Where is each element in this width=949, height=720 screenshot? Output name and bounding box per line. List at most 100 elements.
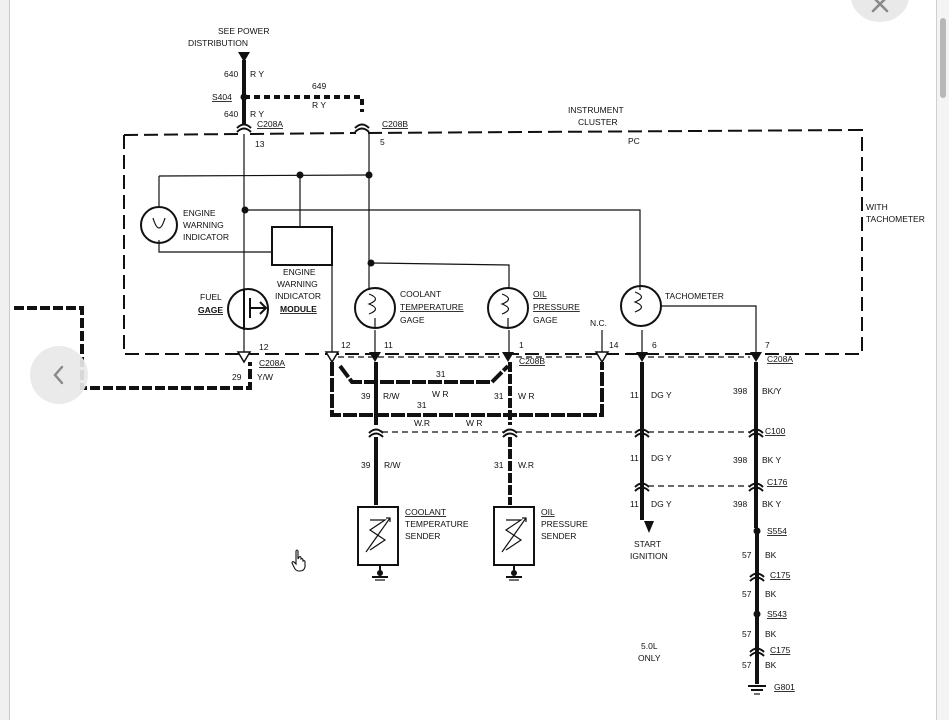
pin-1: 1 <box>519 340 524 350</box>
wire-57-c-color: BK <box>765 629 777 639</box>
connector-c100-row: C100 39 R/W 31 W.R 11 DG Y 398 BK Y <box>361 426 786 505</box>
ctg-label-2: TEMPERATURE <box>400 302 464 312</box>
opg-label-3: GAGE <box>533 315 558 325</box>
pin-12b: 12 <box>341 340 351 350</box>
connector-c175-a: C175 <box>770 570 791 580</box>
cluster-wiring <box>158 134 757 355</box>
tach-label: TACHOMETER <box>665 291 724 301</box>
only-label-2: ONLY <box>638 653 661 663</box>
wire-649-color: R Y <box>312 100 326 110</box>
connector-c208a-right: C208A <box>767 354 793 364</box>
connector-c208b-top <box>354 123 370 129</box>
instrument-cluster: INSTRUMENT CLUSTER PC WITH TACHOMETER <box>123 105 925 355</box>
wire-398-b: 398 <box>733 455 747 465</box>
wire-649-label: 649 <box>312 81 326 91</box>
wire-398-b-color: BK Y <box>762 455 782 465</box>
oil-pressure-gage: OIL PRESSURE GAGE <box>487 287 580 329</box>
ops-label-3: SENDER <box>541 531 576 541</box>
fuel-gage-label-2: GAGE <box>198 305 223 315</box>
engine-warning-indicator: ENGINE WARNING INDICATOR <box>140 206 229 244</box>
coolant-temp-sender: COOLANT TEMPERATURE SENDER <box>357 506 469 581</box>
wire-640-mid-color: R Y <box>250 109 264 119</box>
wire-57-a: 57 <box>742 550 752 560</box>
ewi-label-2: WARNING <box>183 220 224 230</box>
cluster-label-2: CLUSTER <box>578 117 618 127</box>
ground-path: S554 57 BK C175 57 BK S543 57 BK C175 57… <box>638 526 795 695</box>
wire-29-color: Y/W <box>257 372 273 382</box>
opg-label-2: PRESSURE <box>533 302 580 312</box>
splice-s554: S554 <box>767 526 787 536</box>
ewm-label-2: WARNING <box>277 279 318 289</box>
wire-57-b-color: BK <box>765 589 777 599</box>
wire-31-bottom-color: W R <box>466 418 483 428</box>
splice-s404-label: S404 <box>212 92 232 102</box>
pc-label: PC <box>628 136 640 146</box>
ewm-label-3: INDICATOR <box>275 291 321 301</box>
wire-39-a-color: R/W <box>383 391 400 401</box>
left-window-edge <box>0 0 10 720</box>
wire-39-b: 39 <box>361 460 371 470</box>
wire-398-a: 398 <box>733 386 747 396</box>
see-power-label-1: SEE POWER <box>218 26 269 36</box>
connector-c176: C176 <box>767 477 788 487</box>
sender-harness: 31 W R 39 R/W 31 W.R 31 W R W R <box>330 362 604 428</box>
opg-label-1: OIL <box>533 289 547 299</box>
wire-398-c-color: BK Y <box>762 499 782 509</box>
ewm-label-4: MODULE <box>280 304 317 314</box>
cts-label-2: TEMPERATURE <box>405 519 469 529</box>
wire-57-d-color: BK <box>765 660 777 670</box>
wire-31-a-color: W R <box>432 389 449 399</box>
wire-398-a-color: BK/Y <box>762 386 782 396</box>
connector-c176-row: C176 11 DG Y 398 BK Y START IGNITION <box>630 477 788 561</box>
with-tach-label-2: TACHOMETER <box>866 214 925 224</box>
right-wires: 11 DG Y 398 BK/Y <box>630 362 782 528</box>
ctg-label-3: GAGE <box>400 315 425 325</box>
close-button[interactable] <box>851 0 909 22</box>
wire-11-b-color: DG Y <box>651 453 672 463</box>
wire-57-d: 57 <box>742 660 752 670</box>
connector-c208a-top-label: C208A <box>257 119 283 129</box>
previous-image-button[interactable] <box>30 346 88 404</box>
ops-label-1: OIL <box>541 507 555 517</box>
nc-label: N.C. <box>590 318 607 328</box>
pin-6: 6 <box>652 340 657 350</box>
power-source-arrow <box>238 52 250 62</box>
chevron-left-icon <box>53 365 64 385</box>
start-ignition-arrow <box>644 521 654 533</box>
fuel-gage: FUEL GAGE <box>198 288 269 330</box>
hand-pointer-icon <box>291 549 306 572</box>
oil-pressure-sender: OIL PRESSURE SENDER <box>493 506 588 581</box>
wire-11-a: 11 <box>630 390 639 400</box>
see-power-label-2: DISTRIBUTION <box>188 38 248 48</box>
ewi-label-1: ENGINE <box>183 208 216 218</box>
close-icon <box>871 0 889 13</box>
wire-640-top: 640 <box>224 69 238 79</box>
pin-5: 5 <box>380 137 385 147</box>
with-tach-label-1: WITH <box>866 202 888 212</box>
ops-label-2: PRESSURE <box>541 519 588 529</box>
coolant-temp-gage: COOLANT TEMPERATURE GAGE <box>354 287 464 329</box>
pin-12a: 12 <box>259 342 269 352</box>
connector-row: 12 C208A 12 11 1 C208B 14 6 7 C208A <box>236 340 793 368</box>
connector-c208b-top-label: C208B <box>382 119 408 129</box>
fuel-gage-label-1: FUEL <box>200 292 222 302</box>
wire-31-b-color: W.R <box>414 418 430 428</box>
pin-13: 13 <box>255 139 265 149</box>
ground-g801: G801 <box>774 682 795 692</box>
wire-31-c: 31 <box>494 391 504 401</box>
connector-c208b-mid: C208B <box>519 356 545 366</box>
wire-398-c: 398 <box>733 499 747 509</box>
cts-label-1: COOLANT <box>405 507 446 517</box>
ewm-label-1: ENGINE <box>283 267 316 277</box>
cts-label-3: SENDER <box>405 531 440 541</box>
wire-39-a: 39 <box>361 391 371 401</box>
vertical-scrollbar[interactable] <box>936 0 949 720</box>
wire-39-b-color: R/W <box>384 460 401 470</box>
ctg-label-1: COOLANT <box>400 289 441 299</box>
pin-7: 7 <box>765 340 770 350</box>
connector-c175-b: C175 <box>770 645 791 655</box>
scrollbar-thumb[interactable] <box>940 18 946 98</box>
connector-c100: C100 <box>765 426 786 436</box>
wire-11-c-color: DG Y <box>651 499 672 509</box>
pin-14: 14 <box>609 340 619 350</box>
